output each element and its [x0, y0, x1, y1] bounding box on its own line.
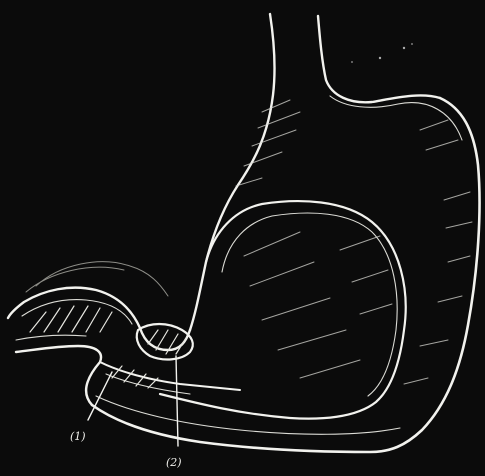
- esophagus: [190, 14, 440, 330]
- duodenum-lower-wall: [16, 346, 101, 405]
- cavity-hatching: [244, 232, 392, 378]
- callout-2-leader: [176, 356, 178, 446]
- body-hatching: [236, 100, 472, 384]
- esophagus-right-wall: [318, 16, 440, 102]
- esophagus-left-wall: [190, 14, 274, 330]
- duodenum-upper-wall: [8, 288, 190, 350]
- callout-2: (2): [166, 356, 182, 469]
- callout-1: (1): [70, 372, 112, 443]
- lower-sphincter-band: [100, 362, 240, 394]
- callout-1-label: (1): [70, 430, 86, 443]
- lower-band-outline: [100, 362, 240, 390]
- callout-1-leader: [88, 372, 112, 420]
- stomach-outer-wall: [92, 98, 480, 452]
- duodenum-inner-line: [22, 300, 132, 324]
- chalk-speckles: [351, 43, 413, 63]
- stomach-outer-inner-line: [330, 96, 462, 140]
- duodenum-hatching: [30, 306, 112, 332]
- duodenum: [8, 288, 190, 405]
- callout-2-label: (2): [166, 456, 182, 469]
- duodenum-lumen-line: [16, 335, 86, 340]
